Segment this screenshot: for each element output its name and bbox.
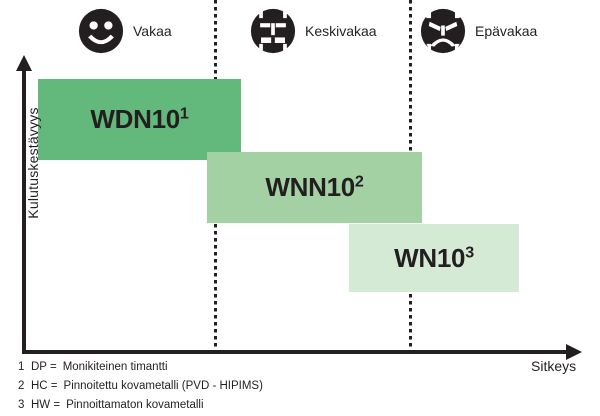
legend-code: DP = xyxy=(31,361,57,373)
y-axis-line xyxy=(22,68,26,354)
happy-face-icon xyxy=(78,8,124,54)
legend-text: Pinnoittamaton kovametalli xyxy=(66,399,204,411)
zone-label-unstable: Epävakaa xyxy=(475,23,538,39)
legend-code: HW = xyxy=(31,399,61,411)
legend: 1 DP = Monikiteinen timantti 2 HC = Pinn… xyxy=(18,358,418,415)
y-axis-arrow xyxy=(16,55,32,71)
legend-item: 3 HW = Pinnoittamaton kovametalli xyxy=(18,396,418,415)
y-axis-label: Kulutuskestävyys xyxy=(25,107,41,219)
bar-wdn10[interactable]: WDN101 xyxy=(38,79,241,160)
x-axis-line xyxy=(22,350,570,354)
zone-label-semistable: Keskivakaa xyxy=(305,23,377,39)
zone-label-stable: Vakaa xyxy=(133,23,172,39)
neutral-face-icon xyxy=(250,8,296,54)
legend-code: HC = xyxy=(31,380,58,392)
bar-label-wnn10: WNN102 xyxy=(265,172,364,202)
legend-text: Pinnoitettu kovametalli (PVD - HIPIMS) xyxy=(63,380,263,392)
legend-text: Monikiteinen timantti xyxy=(62,361,168,373)
legend-number: 3 xyxy=(18,399,25,411)
zone-header-stable: Vakaa xyxy=(78,8,172,54)
x-axis-arrow xyxy=(566,344,582,360)
bar-wn10[interactable]: WN103 xyxy=(349,224,519,292)
zone-header-unstable: Epävakaa xyxy=(420,8,537,54)
legend-number: 1 xyxy=(18,361,25,373)
legend-number: 2 xyxy=(18,380,25,392)
x-axis-label: Sitkeys xyxy=(531,358,577,374)
angry-face-icon xyxy=(420,8,466,54)
bar-wnn10[interactable]: WNN102 xyxy=(207,152,422,223)
bar-label-wdn10: WDN101 xyxy=(90,104,189,134)
legend-item: 2 HC = Pinnoitettu kovametalli (PVD - HI… xyxy=(18,377,418,396)
bar-label-wn10: WN103 xyxy=(394,242,474,273)
zone-header-semistable: Keskivakaa xyxy=(250,8,377,54)
legend-item: 1 DP = Monikiteinen timantti xyxy=(18,358,418,377)
